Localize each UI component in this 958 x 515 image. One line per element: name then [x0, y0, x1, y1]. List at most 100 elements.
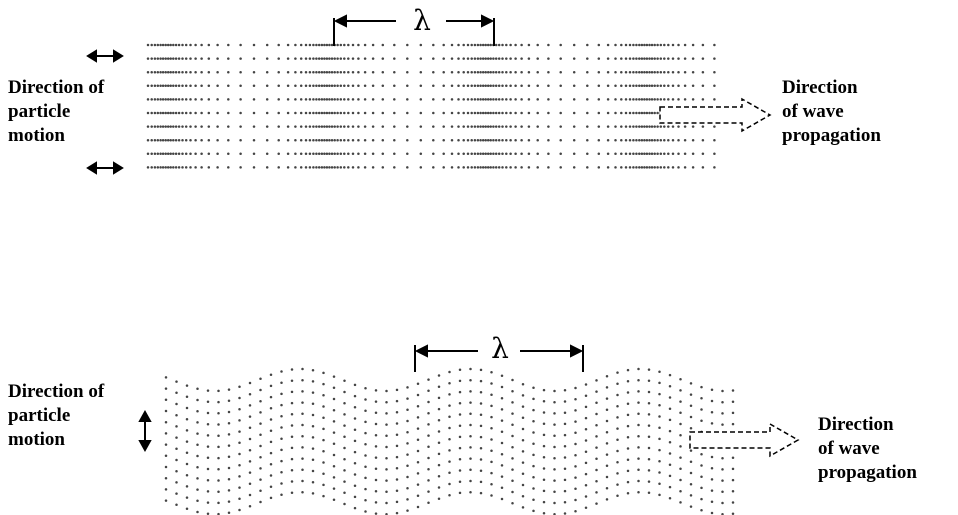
- particle-dot: [521, 494, 525, 498]
- particle-dot: [164, 376, 168, 379]
- particle-dot: [542, 456, 546, 459]
- particle-dot: [542, 500, 546, 504]
- particle-dot: [312, 57, 315, 60]
- particle-dot: [265, 57, 269, 60]
- particle-dot: [492, 166, 495, 169]
- particle-dot: [486, 138, 490, 142]
- particle-dot: [323, 70, 326, 74]
- particle-dot: [458, 458, 462, 461]
- particle-dot: [311, 391, 315, 394]
- particle-dot: [574, 397, 577, 401]
- particle-dot: [647, 424, 651, 427]
- particle-dot: [265, 98, 269, 101]
- particle-dot: [159, 138, 162, 142]
- particle-dot: [277, 111, 280, 115]
- particle-dot: [239, 43, 242, 47]
- particle-dot: [239, 70, 242, 74]
- particle-dot: [640, 125, 644, 128]
- particle-dot: [280, 437, 283, 440]
- particle-dot: [175, 458, 178, 462]
- particle-dot: [427, 501, 430, 505]
- particle-dot: [626, 380, 630, 383]
- particle-dot: [333, 57, 336, 60]
- particle-dot: [620, 138, 623, 142]
- particle-dot: [174, 111, 178, 115]
- particle-dot: [189, 70, 192, 74]
- particle-dot: [238, 452, 241, 456]
- particle-dot: [653, 43, 656, 47]
- particle-dot: [658, 404, 661, 407]
- particle-dot: [216, 84, 219, 88]
- particle-dot: [466, 98, 470, 101]
- particle-dot: [347, 152, 350, 156]
- particle-dot: [559, 84, 562, 88]
- particle-dot: [175, 380, 178, 383]
- particle-dot: [605, 430, 609, 434]
- particle-dot: [553, 400, 556, 404]
- particle-dot: [667, 84, 670, 88]
- particle-dot: [606, 125, 610, 128]
- particle-dot: [689, 505, 693, 508]
- particle-dot: [164, 152, 167, 156]
- particle-dot: [432, 84, 435, 88]
- particle-dot: [648, 111, 651, 115]
- particle-dot: [351, 125, 355, 128]
- particle-dot: [339, 166, 343, 169]
- particle-dot: [521, 394, 525, 397]
- particle-dot: [333, 111, 336, 115]
- particle-dot: [374, 433, 378, 437]
- particle-dot: [177, 111, 181, 115]
- particle-dot: [304, 84, 308, 88]
- particle-dot: [647, 379, 651, 383]
- particle-dot: [442, 98, 445, 101]
- particle-dot: [469, 434, 472, 438]
- longitudinal-motion-arrow-bottom: [86, 161, 124, 175]
- particle-dot: [536, 138, 539, 142]
- particle-dot: [328, 57, 331, 60]
- particle-dot: [457, 84, 460, 88]
- particle-dot: [586, 57, 589, 60]
- particle-dot: [514, 166, 517, 169]
- particle-dot: [450, 70, 454, 74]
- particle-dot: [605, 475, 609, 479]
- particle-dot: [595, 457, 598, 461]
- particle-dot: [614, 98, 617, 101]
- particle-dot: [333, 166, 336, 169]
- particle-dot: [469, 446, 472, 449]
- particle-dot: [614, 70, 617, 74]
- particle-dot: [595, 423, 598, 427]
- particle-dot: [427, 445, 430, 449]
- particle-dot: [159, 125, 162, 128]
- longitudinal-particle-motion-label: Direction of particle motion: [8, 77, 105, 146]
- particle-dot: [299, 166, 303, 169]
- particle-dot: [527, 84, 531, 88]
- particle-dot: [489, 57, 492, 60]
- particle-dot: [381, 166, 385, 169]
- particle-dot: [679, 377, 682, 381]
- particle-dot: [647, 390, 651, 394]
- particle-dot: [606, 138, 610, 142]
- particle-dot: [626, 368, 630, 372]
- particle-dot: [159, 152, 162, 156]
- particle-dot: [432, 138, 435, 142]
- particle-dot: [395, 399, 399, 403]
- particle-dot: [277, 98, 280, 101]
- particle-dot: [514, 125, 517, 128]
- particle-dot: [458, 402, 462, 405]
- particle-dot: [656, 57, 659, 60]
- particle-dot: [605, 453, 609, 456]
- particle-dot: [269, 407, 273, 410]
- particle-dot: [469, 390, 472, 393]
- particle-dot: [322, 394, 325, 397]
- particle-dot: [311, 480, 315, 484]
- particle-dot: [731, 389, 735, 392]
- particle-dot: [363, 98, 367, 101]
- particle-dot: [184, 57, 188, 60]
- particle-dot: [150, 152, 153, 156]
- particle-dot: [486, 166, 490, 169]
- particle-dot: [563, 456, 567, 459]
- particle-dot: [351, 84, 355, 88]
- particle-dot: [339, 84, 343, 88]
- particle-dot: [486, 98, 490, 101]
- particle-dot: [406, 475, 409, 479]
